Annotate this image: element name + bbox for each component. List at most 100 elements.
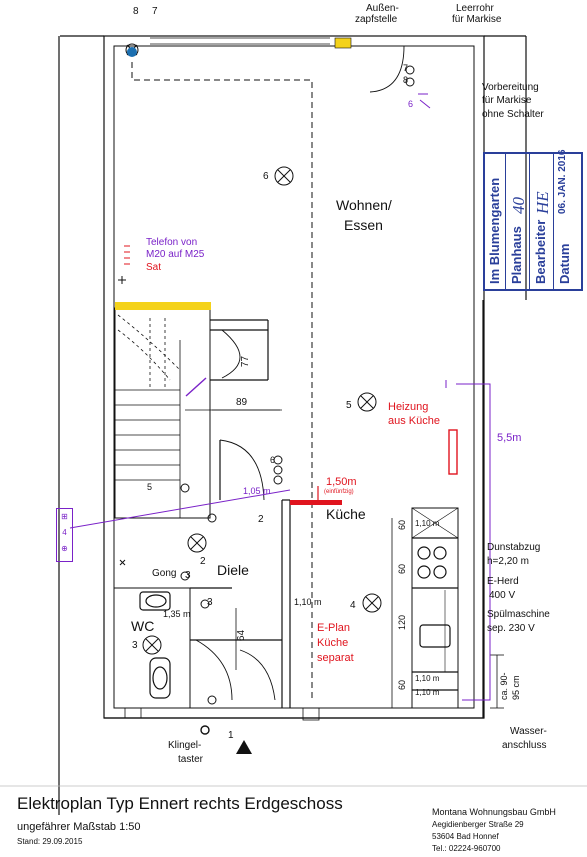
dimension-5-5m bbox=[456, 383, 491, 701]
room-kueche: Küche bbox=[326, 506, 366, 522]
label-eherd: E-Herd bbox=[487, 576, 519, 587]
legend-box: ⊞ 4 ⊕ bbox=[56, 508, 73, 562]
dim-60c: 60 bbox=[397, 679, 407, 690]
note-sat: Sat bbox=[146, 262, 162, 273]
connector-line bbox=[69, 489, 291, 529]
dashed-line bbox=[131, 62, 313, 700]
dim-60b: 60 bbox=[397, 563, 407, 574]
label-aussen: Außen- bbox=[366, 3, 399, 14]
stair-yellow-bar bbox=[115, 302, 211, 310]
lamp-icon bbox=[274, 166, 294, 186]
page-title: Elektroplan Typ Ennert rechts Erdgeschos… bbox=[17, 794, 343, 813]
stamp-field-2: Planhaus bbox=[509, 226, 524, 284]
num-6b: 6 bbox=[270, 455, 276, 465]
label-fuer-markise: für Markise bbox=[452, 14, 502, 25]
label-leerrohr: Leerrohr bbox=[456, 3, 494, 14]
lamp-icons bbox=[125, 43, 382, 655]
note-eplan-2: Küche bbox=[317, 637, 349, 649]
outdoor-tap-icon bbox=[127, 47, 137, 57]
dim-64: 64 bbox=[236, 629, 248, 642]
label-vorbereitung: Vorbereitung bbox=[482, 82, 539, 93]
num-6c: 6 bbox=[408, 99, 414, 109]
lamp-icon bbox=[357, 392, 377, 412]
company-tel: Tel.: 02224-960700 bbox=[432, 844, 501, 853]
kitchen-counter bbox=[411, 507, 459, 709]
note-telefon-1: Telefon von bbox=[146, 237, 198, 248]
dim-95cm: 95 cm bbox=[511, 675, 521, 700]
note-105m: 1,05 m bbox=[243, 486, 271, 496]
label-dunst-h: h=2,20 m bbox=[487, 556, 529, 567]
num-2a: 2 bbox=[200, 556, 206, 567]
label-ohne-schalter: ohne Schalter bbox=[482, 109, 544, 120]
stamp-field-4: Datum bbox=[557, 243, 572, 284]
room-wohnen: Wohnen/ bbox=[336, 197, 392, 213]
doorbell-icon bbox=[200, 725, 210, 735]
num-7: 7 bbox=[152, 6, 158, 17]
stamp-field-1: Im Blumengarten bbox=[487, 177, 502, 284]
note-150m: 1,50m bbox=[326, 476, 357, 488]
radiator-mark bbox=[448, 429, 458, 475]
num-5b: 5 bbox=[147, 482, 153, 492]
company-name: Montana Wohnungsbau GmbH bbox=[432, 807, 556, 817]
num-1: 1 bbox=[228, 730, 234, 741]
dim-kitchen-110b: 1,10 m bbox=[415, 674, 440, 683]
socket-icons bbox=[118, 65, 415, 705]
label-gong: Gong bbox=[152, 568, 177, 579]
room-essen: Essen bbox=[344, 217, 383, 233]
num-4: 4 bbox=[350, 600, 356, 611]
lamp-icon bbox=[187, 533, 207, 553]
num-8: 8 bbox=[133, 6, 139, 17]
room-wc: WC bbox=[131, 618, 155, 634]
label-spuel: Spülmaschine bbox=[487, 609, 550, 620]
label-klingel-2: taster bbox=[178, 754, 204, 765]
num-8b: 8 bbox=[403, 75, 409, 85]
dim-ca9095: ca. 90- bbox=[499, 672, 509, 700]
marker-yellow bbox=[334, 37, 352, 49]
stamp-value-datum: 06. JAN. 2016 bbox=[557, 149, 568, 215]
label-eherd-v: 400 V bbox=[489, 590, 516, 601]
stamp-value-planhaus: 40 bbox=[509, 197, 528, 214]
dim-kitchen-110c: 1,10 m bbox=[415, 688, 440, 697]
approval-stamp: Im Blumengarten Planhaus Bearbeiter Datu… bbox=[483, 149, 583, 291]
dim-120: 120 bbox=[397, 614, 407, 630]
scale-note: ungefährer Maßstab 1:50 bbox=[17, 821, 141, 833]
company-city: 53604 Bad Honnef bbox=[432, 832, 499, 841]
num-3a: 3 bbox=[132, 640, 138, 651]
dim-110m: 1,10 m bbox=[294, 597, 322, 607]
room-diele: Diele bbox=[217, 562, 249, 578]
legend-number: 4 bbox=[62, 528, 67, 537]
lamp-icon bbox=[362, 593, 382, 613]
legend-socket-icon: ⊞ bbox=[61, 512, 68, 521]
label-wasser-1: Wasser- bbox=[510, 726, 547, 737]
num-5a: 5 bbox=[346, 400, 352, 411]
staircase bbox=[114, 307, 211, 519]
label-klingel-1: Klingel- bbox=[168, 740, 202, 751]
dim-135m: 1,35 m bbox=[163, 609, 191, 619]
door-swing bbox=[219, 439, 265, 501]
label-dunstabzug: Dunstabzug bbox=[487, 542, 541, 553]
note-eplan-1: E-Plan bbox=[317, 622, 351, 634]
dim-kitchen-110a: 1,10 m bbox=[415, 519, 440, 528]
note-telefon-2: M20 auf M25 bbox=[146, 249, 205, 260]
dim-89: 89 bbox=[236, 397, 248, 408]
num-3c: 3 bbox=[185, 570, 191, 581]
height-marker bbox=[290, 500, 342, 505]
company-street: Aegidienberger Straße 29 bbox=[432, 820, 524, 829]
note-einfuenfzig: (einfünfzig) bbox=[324, 489, 354, 495]
num-2b: 2 bbox=[258, 514, 264, 525]
num-7b: 7 bbox=[403, 63, 409, 73]
stamp-value-bearbeiter: HE bbox=[533, 191, 552, 214]
num-6a: 6 bbox=[263, 171, 269, 182]
note-eplan-3: separat bbox=[317, 652, 354, 664]
stand-date: Stand: 29.09.2015 bbox=[17, 837, 83, 846]
label-vorb-markise: für Markise bbox=[482, 95, 532, 106]
label-spuel-v: sep. 230 V bbox=[487, 623, 535, 634]
note-heizung-2: aus Küche bbox=[388, 415, 440, 427]
outer-wall bbox=[103, 35, 485, 719]
stamp-field-3: Bearbeiter bbox=[533, 219, 548, 284]
label-zapfstelle: zapfstelle bbox=[355, 14, 398, 25]
note-heizung-1: Heizung bbox=[388, 401, 429, 413]
lamp-icon bbox=[142, 635, 162, 655]
dim-5-5m: 5,5m bbox=[497, 432, 522, 444]
